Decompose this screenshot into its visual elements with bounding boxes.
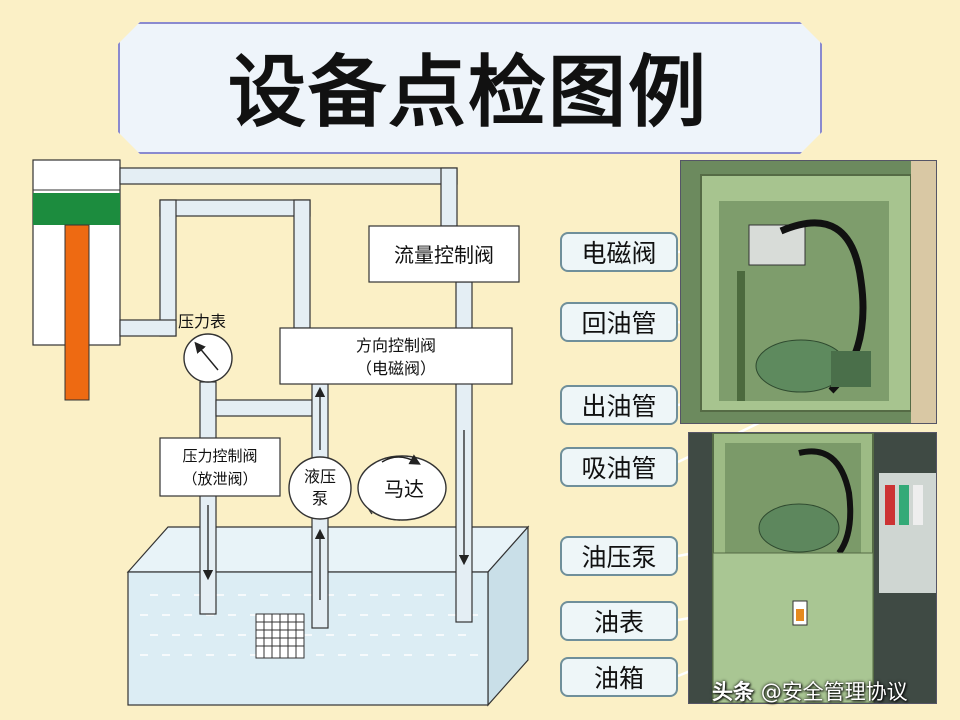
label-solenoid-valve: 电磁阀: [560, 232, 678, 272]
title-banner: [118, 22, 822, 154]
motor-label: 马达: [384, 477, 424, 501]
label-suction-pipe: 吸油管: [560, 447, 678, 487]
flow-arrows: [202, 386, 470, 600]
flow-control-valve: [368, 225, 520, 283]
pump-sublabel: 泵: [312, 489, 328, 508]
label-oil-gauge: 油表: [560, 601, 678, 641]
page-title: 设备点检图例: [227, 48, 708, 138]
motor-icon: [357, 454, 447, 521]
flow-control-valve-label: 流量控制阀: [394, 243, 494, 267]
pressure-valve-sublabel: （放泄阀）: [182, 470, 257, 488]
strainer-mesh: [255, 613, 305, 659]
pressure-control-valve: [159, 437, 281, 497]
direction-valve-label: 方向控制阀: [356, 336, 436, 355]
label-outlet-pipe: 出油管: [560, 385, 678, 425]
pressure-valve-label: 压力控制阀: [182, 447, 257, 465]
direction-valve-sublabel: （电磁阀）: [356, 359, 436, 378]
pump-label: 液压: [304, 467, 336, 486]
watermark: 头条 @安全管理协议: [712, 676, 952, 704]
pressure-gauge-label: 压力表: [178, 312, 226, 331]
direction-control-valve: [279, 327, 513, 385]
watermark-text: @安全管理协议: [760, 680, 908, 704]
hydraulic-pump-icon: [288, 456, 352, 520]
equipment-photo-top-drawing: [681, 161, 936, 423]
label-oil-tank: 油箱: [560, 657, 678, 697]
label-hydraulic-pump: 油压泵: [560, 536, 678, 576]
hydraulic-cylinder: [32, 159, 121, 401]
watermark-head: 头条: [712, 680, 754, 704]
label-return-pipe: 回油管: [560, 302, 678, 342]
oil-tank: [126, 525, 530, 707]
equipment-photo-bottom-drawing: [689, 433, 936, 703]
equipment-photo-bottom: [688, 432, 937, 704]
equipment-photo-top: [680, 160, 937, 424]
